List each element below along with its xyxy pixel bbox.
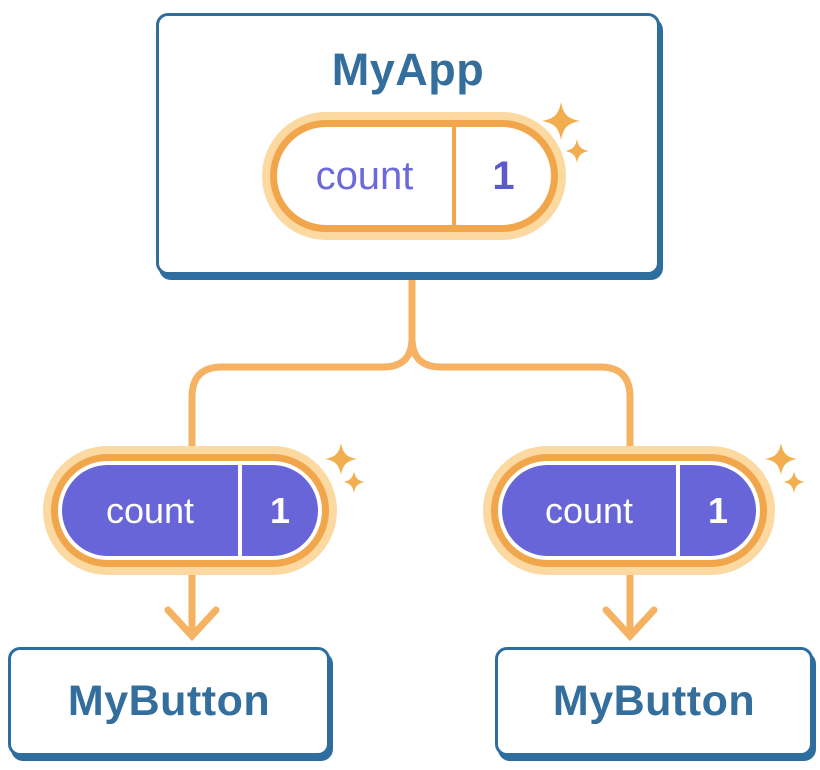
prop-pill-right: count 1 xyxy=(483,446,775,575)
component-title-mybutton: MyButton xyxy=(67,677,271,725)
arrowhead-right xyxy=(602,606,658,642)
sparkle-icon xyxy=(542,102,580,140)
state-value: 1 xyxy=(492,153,515,198)
prop-pill-left: count 1 xyxy=(43,446,337,575)
prop-pill-halo: count 1 xyxy=(43,446,337,575)
prop-pill-divider xyxy=(238,465,242,556)
state-pill-outline: count 1 xyxy=(270,120,558,232)
component-card-mybutton-left: MyButton xyxy=(8,647,330,756)
sparkle-icon xyxy=(325,443,357,475)
arrowhead-left xyxy=(164,606,220,642)
prop-name: count xyxy=(544,489,634,531)
prop-pill-outline: count 1 xyxy=(491,454,767,567)
branch-line-right xyxy=(408,280,634,631)
sparkle-icon xyxy=(565,139,589,163)
component-title-myapp: MyApp xyxy=(331,44,485,95)
state-pill-halo: count 1 xyxy=(262,112,566,240)
prop-pill-body: count 1 xyxy=(502,465,756,556)
component-card-mybutton-right: MyButton xyxy=(495,647,813,756)
state-pill: count 1 xyxy=(262,112,566,240)
state-name: count xyxy=(315,153,414,198)
component-title-mybutton: MyButton xyxy=(552,677,756,725)
sparkle-icon xyxy=(343,471,365,493)
prop-pill-halo: count 1 xyxy=(483,446,775,575)
sparkle-icon xyxy=(765,443,797,475)
sparkle-icon xyxy=(783,471,805,493)
prop-value: 1 xyxy=(707,489,729,531)
prop-pill-divider xyxy=(676,465,680,556)
prop-value: 1 xyxy=(269,489,291,531)
prop-pill-body: count 1 xyxy=(62,465,318,556)
prop-name: count xyxy=(105,489,195,531)
prop-pill-outline: count 1 xyxy=(51,454,329,567)
state-pill-divider xyxy=(452,127,456,225)
